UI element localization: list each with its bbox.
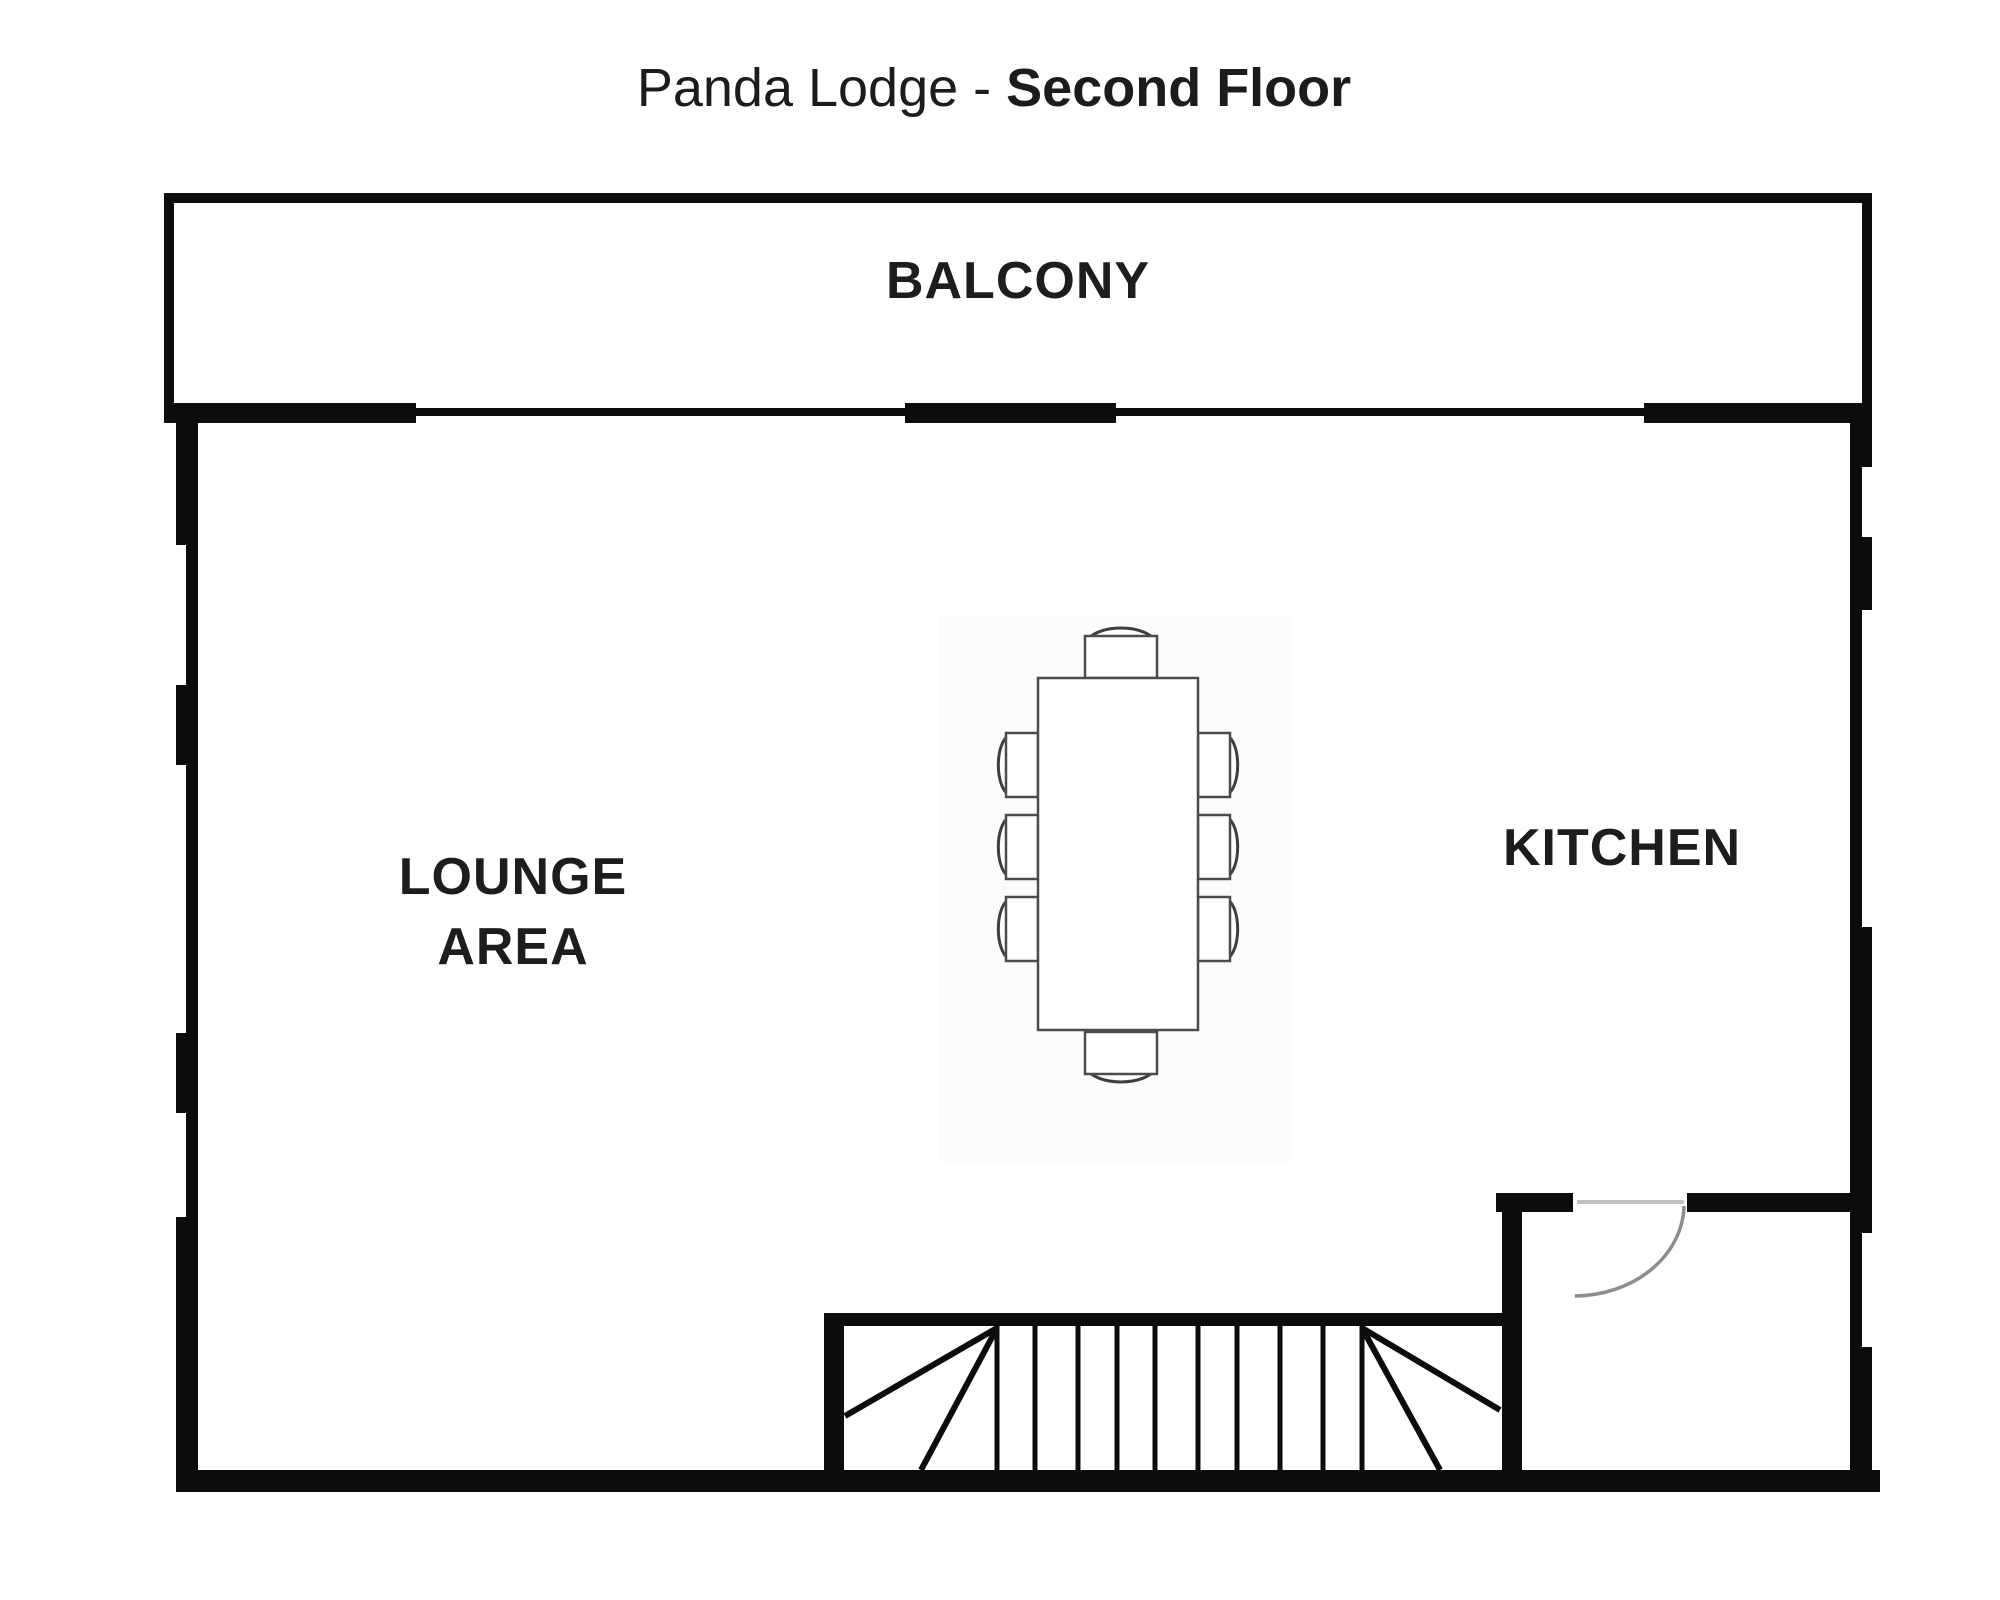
- separator-wall-segment: [1644, 403, 1872, 423]
- room-label-lounge-line1: LOUNGE: [398, 848, 628, 906]
- kitchen-wall-right-of-door: [1687, 1193, 1872, 1212]
- stair-winder-line: [843, 1325, 999, 1419]
- stair-treads: [994, 1326, 1365, 1470]
- room-label-lounge-line2: AREA: [437, 918, 589, 976]
- stairs-wall-left: [824, 1313, 844, 1470]
- separator-wall-segment: [164, 403, 416, 423]
- bottom-wall: [176, 1470, 1880, 1492]
- right-wall-window: [1850, 467, 1862, 537]
- chair-seat: [1004, 813, 1040, 881]
- left-wall-window: [186, 1113, 198, 1217]
- separator-wall-segment: [905, 403, 1116, 423]
- window-line: [1116, 408, 1644, 416]
- left-wall-segment: [176, 1033, 198, 1113]
- balcony-wall-right: [1862, 193, 1872, 417]
- balcony-wall-top: [164, 193, 1872, 203]
- right-wall-window: [1850, 610, 1862, 927]
- chair-seat: [1196, 813, 1232, 881]
- interior-wall-vertical: [1502, 1193, 1522, 1470]
- page-title-prefix: Panda Lodge -: [636, 58, 1007, 118]
- left-wall-window: [186, 765, 198, 1033]
- right-wall-window: [1850, 1233, 1862, 1347]
- stairs-wall-top: [824, 1313, 1502, 1326]
- left-wall-segment: [176, 403, 198, 545]
- stair-winder-line: [918, 1326, 1000, 1472]
- window-line: [416, 408, 905, 416]
- page-title: Panda Lodge - Second Floor: [637, 57, 1351, 119]
- stair-winder-line: [1359, 1326, 1443, 1472]
- chair-seat: [1083, 1030, 1159, 1076]
- chair-seat: [1004, 895, 1040, 963]
- chair-seat: [1004, 731, 1040, 799]
- right-wall-segment: [1850, 403, 1872, 467]
- balcony-wall-left: [164, 193, 174, 417]
- stair-winders: [843, 1325, 1502, 1472]
- room-label-balcony: BALCONY: [885, 252, 1151, 310]
- page-title-floor: Second Floor: [1006, 58, 1352, 118]
- room-label-kitchen: KITCHEN: [1502, 819, 1742, 877]
- chair-seat: [1083, 634, 1159, 680]
- stair-winder-line: [1360, 1325, 1502, 1413]
- chair-seat: [1196, 731, 1232, 799]
- left-wall-window: [186, 545, 198, 685]
- chair-seat: [1196, 895, 1232, 963]
- left-wall-segment: [176, 685, 198, 765]
- right-wall-segment: [1850, 537, 1872, 610]
- left-wall-segment: [176, 1217, 198, 1470]
- dining-table: [1036, 676, 1200, 1032]
- right-wall-segment: [1850, 1347, 1872, 1470]
- right-wall-segment: [1850, 927, 1872, 1233]
- door-swing-arc: [1574, 1205, 1686, 1298]
